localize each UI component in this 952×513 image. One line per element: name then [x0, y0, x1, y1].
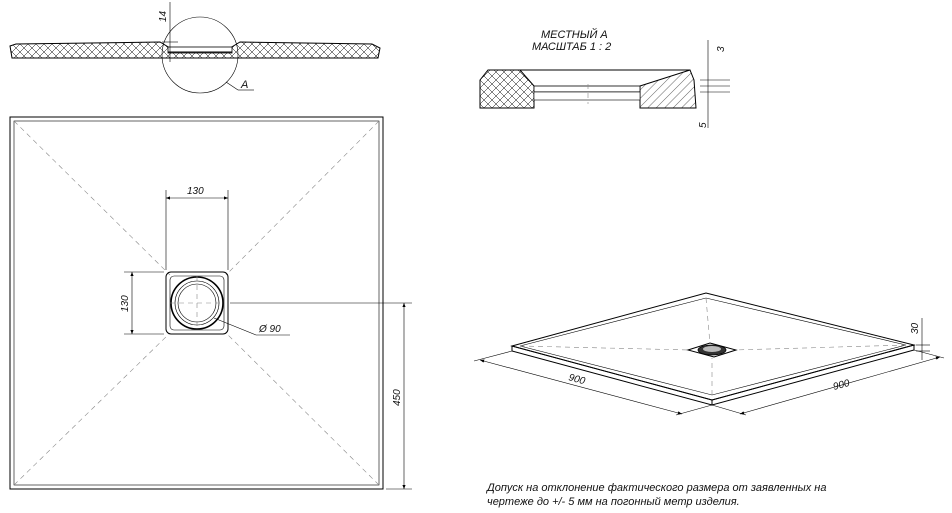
dim-iso-30: 30: [910, 322, 921, 334]
tolerance-note: Допуск на отклонение фактического размер…: [485, 482, 826, 508]
iso-left-side: [511, 345, 713, 406]
dim-iso-900-left: 900: [567, 372, 586, 387]
detail-callout-circle: [161, 16, 239, 94]
dim-drain-diameter: Ø 90: [258, 324, 281, 335]
detail-title-line1: МЕСТНЫЙ А: [541, 28, 608, 41]
detail-left-profile: [479, 69, 535, 109]
iso-right-side: [711, 344, 915, 406]
dim-drain-width-130: 130: [187, 186, 204, 197]
detail-title-line2: МАСШТАБ 1 : 2: [532, 41, 611, 53]
drain-square: [165, 271, 229, 335]
dim-detail-3: 3: [716, 46, 727, 52]
dim-detail-5: 5: [698, 122, 709, 128]
top-section-view: A 14: [9, 2, 381, 94]
dim-iso-900-right: 900: [832, 378, 851, 393]
note-line2: чертеже до +/- 5 мм на погонный метр изд…: [487, 496, 740, 508]
dim-drain-height-130: 130: [120, 295, 131, 312]
plan-view: 130 130 Ø 90 450: [9, 116, 412, 490]
detail-right-profile: [639, 69, 697, 109]
detail-a-view: МЕСТНЫЙ А МАСШТАБ 1 : 2 3 5: [479, 28, 730, 128]
callout-label-a: A: [240, 79, 248, 91]
dim-thickness-14: 14: [158, 10, 169, 22]
dim-half-450: 450: [392, 389, 403, 406]
isometric-view: 900 900 30: [473, 292, 945, 416]
note-line1: Допуск на отклонение фактического размер…: [485, 482, 826, 494]
section-drain-gap: [167, 46, 233, 54]
